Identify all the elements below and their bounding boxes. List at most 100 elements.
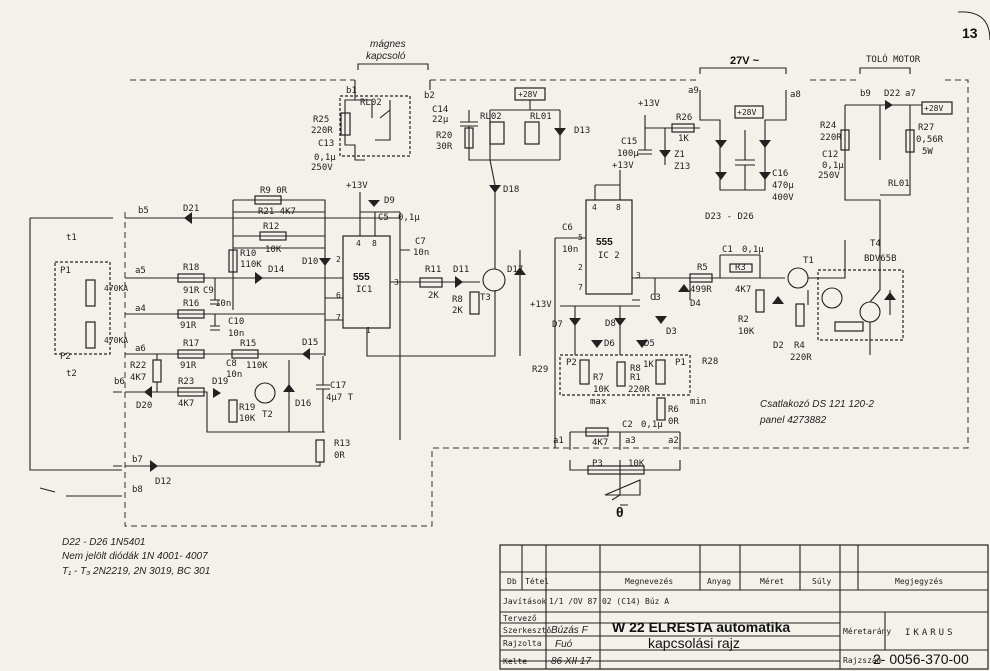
tb-szerkeszto-value: Búzás F	[551, 625, 589, 636]
d17-label: D17	[507, 265, 523, 275]
svg-text:4: 4	[592, 203, 597, 212]
a9-label: a9	[688, 86, 699, 96]
r27-value: 0,56R	[916, 135, 944, 145]
t3-label: T3	[480, 293, 491, 303]
th-megjegyzes: Megjegyzés	[895, 576, 943, 586]
d7-label: D7	[552, 320, 563, 330]
a4-label: a4	[135, 304, 146, 314]
r24-value: 220R	[820, 133, 842, 143]
r18-label: R18	[183, 263, 199, 273]
r15-label: R15	[240, 339, 256, 349]
k470-b-label: 470KA	[104, 336, 128, 345]
r23-label: R23	[178, 377, 194, 387]
d18-label: D18	[503, 185, 519, 195]
rl01-b-label: RL01	[888, 179, 910, 189]
r2-label: R2	[738, 315, 749, 325]
p3-value: 10K	[628, 459, 645, 469]
th-db: Db	[507, 577, 517, 586]
r1-label: R1	[630, 373, 641, 383]
r6-label: R6	[668, 405, 679, 415]
r27-power: 5W	[922, 147, 933, 157]
max-label: max	[590, 397, 607, 407]
note-unmarked-diodes: Nem jelölt diódák 1N 4001- 4007	[62, 551, 208, 562]
svg-text:7: 7	[336, 313, 341, 322]
tb-javitas-by: Búz A	[645, 597, 669, 606]
d21-label: D21	[183, 204, 199, 214]
r21-label: R21 4K7	[258, 207, 296, 217]
d15-label: D15	[302, 338, 318, 348]
t1-label: t1	[66, 233, 77, 243]
page-number-stamp: 13	[957, 11, 990, 41]
c9-label: C9	[203, 286, 214, 296]
c3-label: C3	[650, 293, 661, 303]
c15-value: 100µ	[617, 149, 639, 159]
svg-text:3: 3	[636, 271, 641, 280]
svg-text:6: 6	[336, 291, 341, 300]
r25-label: R25	[313, 115, 329, 125]
csatlakozo-label: Csatlakozó DS 121 120-2	[760, 399, 874, 410]
r16-value: 91R	[180, 321, 197, 331]
c15-label: C15	[621, 137, 637, 147]
tolo-motor-block: TOLÓ MOTOR b9 a7 +28V D22 R24 220R C12 0…	[817, 53, 953, 355]
c16-label: C16	[772, 169, 788, 179]
a2-label: a2	[668, 436, 679, 446]
c12-value: 0,1µ	[822, 161, 844, 171]
r22-value: 4K7	[130, 373, 146, 383]
tb-company: IKARUS	[905, 628, 956, 638]
r10-value: 110K	[240, 260, 262, 270]
th-anyag: Anyag	[707, 577, 731, 586]
c17-value: 4µ7 T	[326, 393, 354, 403]
r1-value: 220R	[628, 385, 650, 395]
magnet-switch-block: mágnes kapcsoló b1 b2 RL02 R25 220R C13 …	[311, 39, 435, 173]
p28v-label-3: +28V	[924, 104, 943, 113]
c10-label: C10	[228, 317, 244, 327]
drawing-title-1: W 22 ELRESTA automatika	[612, 619, 790, 635]
c16-value: 470µ	[772, 181, 794, 191]
z13-label: Z13	[674, 162, 690, 172]
r4-label: R4	[794, 341, 805, 351]
svg-text:1: 1	[366, 326, 371, 335]
d2-label: D2	[773, 341, 784, 351]
r16-label: R16	[183, 299, 199, 309]
kapcsolo-label: kapcsoló	[366, 51, 406, 62]
r12-value: 10K	[265, 245, 282, 255]
r8b-label: R8	[630, 364, 641, 374]
b7-label: b7	[132, 455, 143, 465]
tb-szerkeszto: Szerkesztő	[503, 626, 551, 635]
r3-value: 4K7	[735, 285, 751, 295]
d5-label: D5	[644, 339, 655, 349]
c5-value: 0,1µ	[398, 213, 420, 223]
r17-value: 91R	[180, 361, 197, 371]
ic2-label: IC 2	[598, 251, 620, 261]
b2-label: b2	[424, 91, 435, 101]
d9-label: D9	[384, 196, 395, 206]
p2-switch-label: P2	[60, 352, 71, 362]
title-block: Db Tétel Megnevezés Anyag Méret Súly Meg…	[499, 544, 989, 670]
svg-text:4: 4	[356, 239, 361, 248]
a6-label: a6	[135, 344, 146, 354]
c7-value: 10n	[413, 248, 429, 258]
c10-value: 10n	[228, 329, 244, 339]
a7-label: a7	[905, 89, 916, 99]
r8b-value: 1K	[643, 360, 654, 370]
c1-value: 0,1µ	[742, 245, 764, 255]
r13-value: 0R	[334, 451, 345, 461]
d14-label: D14	[268, 265, 284, 275]
c8-value: 10n	[226, 370, 242, 380]
ic2-555-label: 555	[596, 237, 613, 248]
t1-transistor-label: T1	[803, 256, 814, 266]
r10-label: R10	[240, 249, 256, 259]
c9-value: 10n	[215, 299, 231, 309]
panel-label: panel 4273882	[759, 415, 827, 426]
r3-label: R3	[735, 263, 746, 273]
b9-label: b9	[860, 89, 871, 99]
rl02-b-label: RL02	[480, 112, 502, 122]
p28v-label-2: +28V	[737, 108, 756, 117]
a8-label: a8	[790, 90, 801, 100]
r26-label: R26	[676, 113, 692, 123]
r25-value: 220R	[311, 126, 333, 136]
d3-label: D3	[666, 327, 677, 337]
c6-value: 10n	[562, 245, 578, 255]
c13-value: 0,1µ	[314, 153, 336, 163]
b5-label: b5	[138, 206, 149, 216]
